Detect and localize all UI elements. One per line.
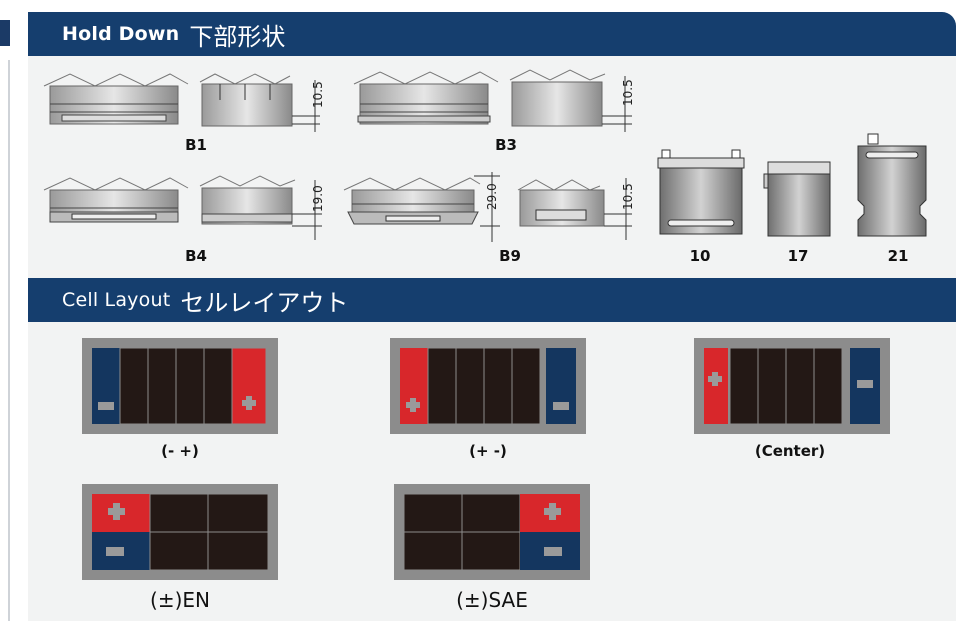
- left-divider: [8, 60, 10, 621]
- b3-label: B3: [495, 136, 517, 154]
- type-21-figure: [857, 133, 927, 237]
- negative-terminal-icon: [106, 547, 124, 556]
- b9-dim-a: 29.0: [485, 183, 499, 210]
- positive-terminal-icon: [708, 372, 722, 386]
- hold-down-header: Hold Down 下部形状: [28, 12, 956, 56]
- cell-layout-title-jp: セルレイアウト: [180, 288, 349, 317]
- cell-layout-title-en: Cell Layout: [62, 289, 171, 311]
- negative-terminal-icon: [544, 547, 562, 556]
- cell-layout-header: Cell Layout セルレイアウト: [28, 278, 956, 322]
- left-tab-marker: [0, 20, 10, 46]
- type-10-figure: [657, 149, 745, 235]
- b1-dim: 10.5: [311, 81, 325, 108]
- b3-dim: 10.5: [621, 79, 635, 106]
- cell-layout-minus-plus: [82, 338, 278, 434]
- cell-layout-sae: [394, 484, 590, 580]
- left-rule: [0, 0, 4, 621]
- hold-down-title-en: Hold Down: [62, 23, 180, 45]
- b4-label: B4: [185, 247, 207, 265]
- b4-dim: 19.0: [311, 185, 325, 212]
- type-17-label: 17: [787, 247, 809, 265]
- hold-down-title-jp: 下部形状: [189, 22, 286, 51]
- sae-label: (±)SAE: [456, 588, 528, 612]
- cell-layout-en: [82, 484, 278, 580]
- cell-layout-center: [694, 338, 890, 434]
- type-17-figure: [763, 161, 831, 237]
- b1-figure: 10.5: [43, 73, 325, 132]
- positive-terminal-icon: [406, 398, 420, 412]
- positive-terminal-icon: [242, 396, 256, 410]
- b3-figure: 10.5: [353, 69, 635, 132]
- center-label: (Center): [754, 442, 826, 460]
- plus-minus-label: (+ -): [469, 442, 507, 460]
- b9-figure: 29.0 10.5: [343, 172, 635, 242]
- b1-label: B1: [185, 136, 207, 154]
- b9-label: B9: [499, 247, 521, 265]
- minus-plus-label: (- +): [161, 442, 199, 460]
- type-10-label: 10: [689, 247, 711, 265]
- cell-layout-plus-minus: [390, 338, 586, 434]
- en-label: (±)EN: [150, 588, 210, 612]
- b4-figure: 19.0: [43, 175, 325, 240]
- b9-dim-b: 10.5: [621, 183, 635, 210]
- positive-terminal-icon: [544, 503, 561, 520]
- positive-terminal-icon: [108, 503, 125, 520]
- negative-terminal-icon: [553, 402, 569, 410]
- type-21-label: 21: [887, 247, 909, 265]
- negative-terminal-icon: [98, 402, 114, 410]
- negative-terminal-icon: [857, 380, 873, 388]
